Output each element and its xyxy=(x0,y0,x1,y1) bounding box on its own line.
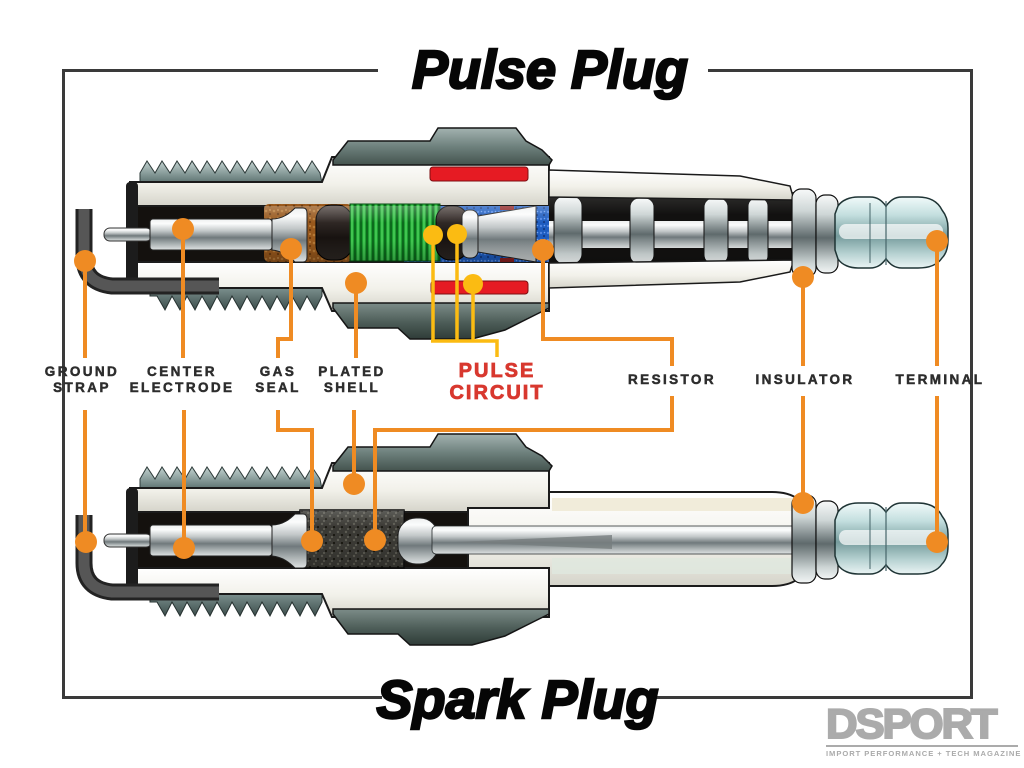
label-insulator: INSULATOR xyxy=(755,372,855,388)
orange-leader-lines xyxy=(74,218,948,559)
center-shaft-graphic xyxy=(431,525,811,555)
leader-center-electrode xyxy=(172,218,195,559)
ribbed-insulator-graphic xyxy=(548,169,796,289)
label-pulse-circuit: PULSE CIRCUIT xyxy=(449,360,545,405)
leader-terminal xyxy=(926,230,948,553)
frame-bottom-left-line xyxy=(62,696,382,699)
leader-pulse-circuit xyxy=(423,224,499,357)
pulse-plug-illustration xyxy=(84,127,949,340)
spark-plug-internals xyxy=(299,491,811,587)
terminal-graphic xyxy=(791,188,949,278)
label-center-electrode: CENTER ELECTRODE xyxy=(129,364,235,396)
label-ground-strap: GROUND STRAP xyxy=(44,364,120,396)
leader-plated-shell xyxy=(343,272,367,495)
terminal-graphic xyxy=(791,494,949,584)
pulse-plug-title: Pulse Plug xyxy=(411,39,689,101)
dsport-logo: DSPORT IMPORT PERFORMANCE + TECH MAGAZIN… xyxy=(825,702,1020,759)
frame-top-right-line xyxy=(708,69,973,72)
label-resistor: RESISTOR xyxy=(628,372,716,388)
leader-insulator xyxy=(792,266,814,514)
leader-resistor xyxy=(364,239,674,551)
label-gas-seal: GAS SEAL xyxy=(255,364,301,396)
dsport-logo-text: DSPORT xyxy=(825,700,999,747)
frame-left-line xyxy=(62,69,65,699)
frame-bottom-right-line xyxy=(652,696,973,699)
spark-plug-illustration xyxy=(84,433,949,646)
frame-right-line xyxy=(970,69,973,699)
label-terminal: TERMINAL xyxy=(895,372,985,388)
label-plated-shell: PLATED SHELL xyxy=(318,364,386,396)
leader-gas-seal xyxy=(276,238,323,552)
leader-ground-strap xyxy=(74,250,97,553)
dsport-logo-tagline: IMPORT PERFORMANCE + TECH MAGAZINE xyxy=(826,745,1020,758)
spark-plug-title: Spark Plug xyxy=(375,669,659,731)
frame-top-left-line xyxy=(62,69,378,72)
